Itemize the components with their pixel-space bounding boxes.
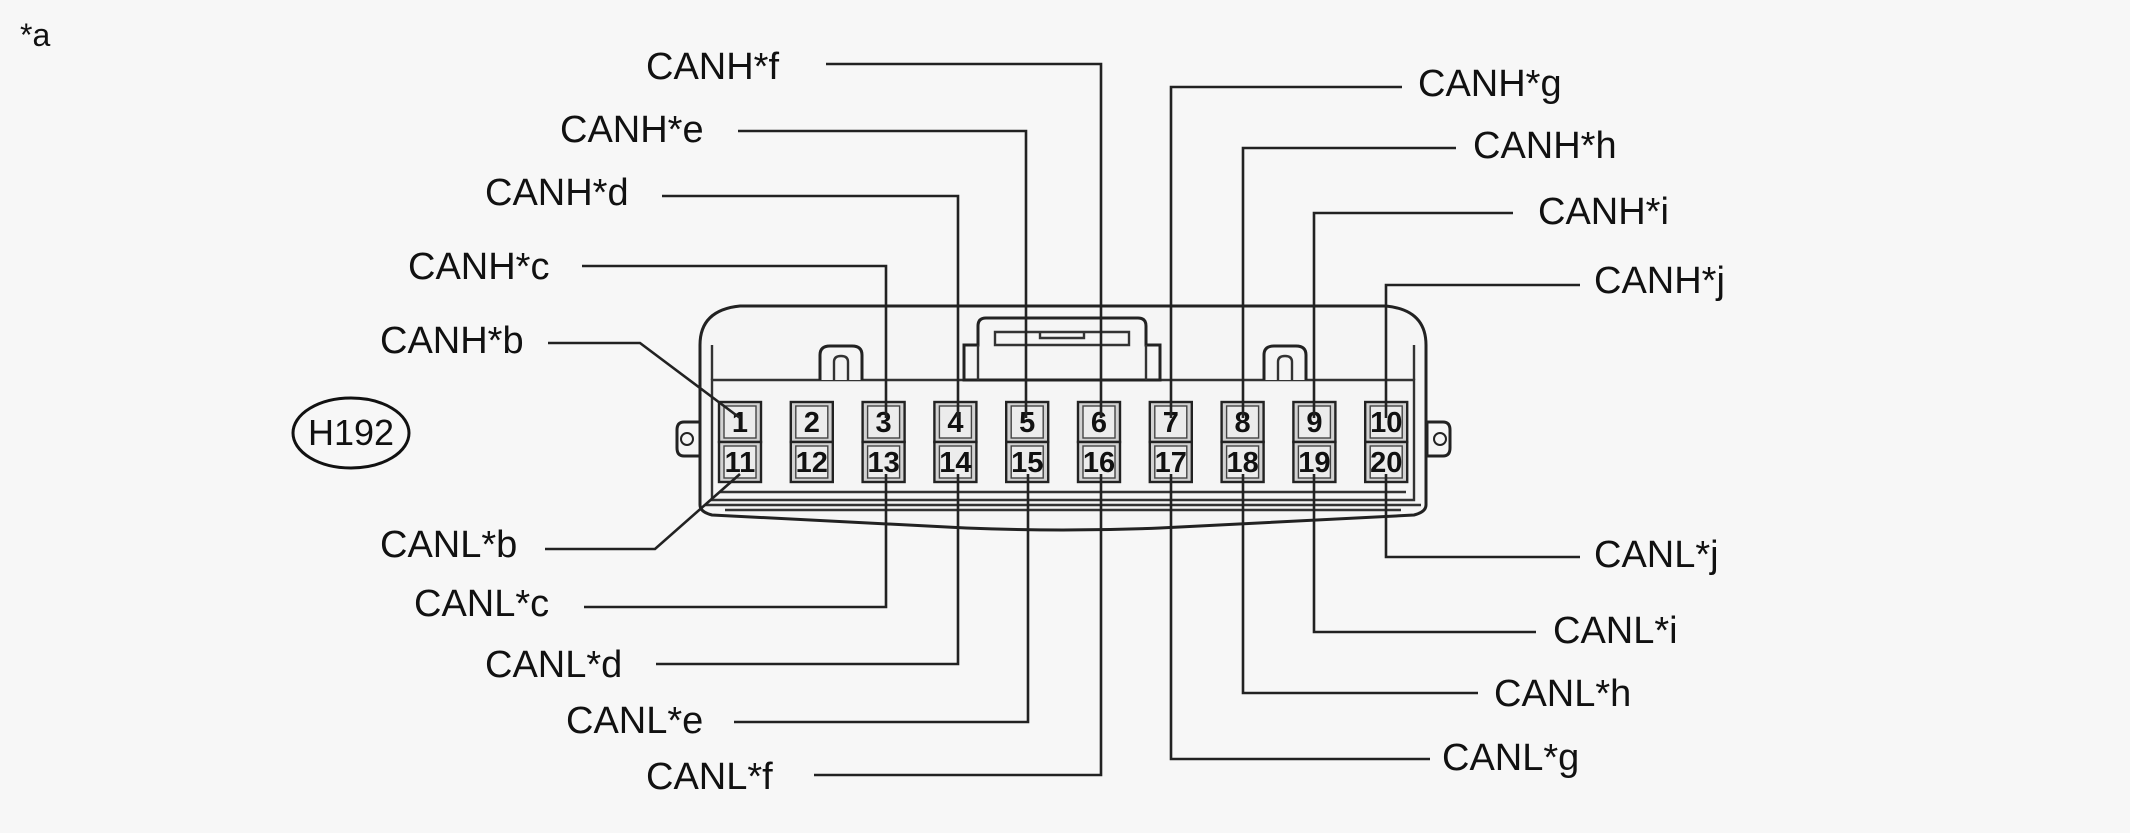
- label-canh-h: CANH*h: [1473, 125, 1617, 167]
- pin-bottom-4: 14: [933, 440, 978, 484]
- pin-number: 20: [1370, 447, 1402, 479]
- pin-number: 15: [1011, 447, 1043, 479]
- label-canh-b: CANH*b: [380, 320, 524, 362]
- wire-canh-f: [826, 62, 1103, 418]
- pin-number: 4: [947, 407, 963, 439]
- pin-row-bottom: 11 12 13 14 15 16 17 18 19 20: [717, 440, 1409, 484]
- label-canl-j: CANL*j: [1594, 534, 1719, 576]
- label-canl-d: CANL*d: [485, 644, 622, 686]
- label-canh-c: CANH*c: [408, 246, 549, 288]
- label-canl-g: CANL*g: [1442, 737, 1579, 779]
- label-canh-j: CANH*j: [1594, 260, 1725, 302]
- figure-label: *a: [20, 17, 50, 53]
- wire-canh-c: [582, 264, 888, 418]
- pin-number: 13: [867, 447, 899, 479]
- wires: [545, 62, 1580, 777]
- wire-canh-b: [548, 341, 741, 420]
- pin-number: 19: [1298, 447, 1330, 479]
- wire-canh-h: [1241, 146, 1456, 418]
- wire-canl-d: [656, 474, 960, 666]
- label-canl-f: CANL*f: [646, 756, 773, 798]
- pin-number: 6: [1091, 407, 1107, 439]
- pin-top-3: 3: [861, 400, 906, 444]
- wire-canl-i: [1312, 474, 1536, 634]
- wire-canh-j: [1384, 283, 1580, 418]
- wire-canl-b: [545, 473, 741, 551]
- label-canh-d: CANH*d: [485, 172, 629, 214]
- wire-canh-i: [1312, 211, 1513, 418]
- pin-number: 9: [1306, 407, 1322, 439]
- connector-id-badge: H192: [291, 396, 411, 470]
- pin-number: 14: [939, 447, 971, 479]
- wire-canl-h: [1241, 474, 1478, 695]
- label-canl-i: CANL*i: [1553, 610, 1678, 652]
- label-canh-i: CANH*i: [1538, 191, 1669, 233]
- pin-top-4: 4: [933, 400, 978, 444]
- pin-number: 5: [1019, 407, 1035, 439]
- label-canl-e: CANL*e: [566, 700, 703, 742]
- wire-canl-f: [814, 474, 1103, 777]
- wire-canl-e: [734, 474, 1030, 724]
- pin-number: 12: [796, 447, 828, 479]
- label-canl-b: CANL*b: [380, 524, 517, 566]
- label-canl-h: CANL*h: [1494, 673, 1631, 715]
- label-canh-f: CANH*f: [646, 46, 779, 88]
- pin-number: 17: [1155, 447, 1187, 479]
- pin-bottom-7: 17: [1148, 440, 1194, 484]
- pin-bottom-1: 11: [717, 440, 763, 484]
- pin-number: 3: [876, 407, 892, 439]
- wire-canl-g: [1169, 474, 1430, 761]
- pin-number: 18: [1226, 447, 1258, 479]
- label-canh-g: CANH*g: [1418, 63, 1562, 105]
- pin-number: 11: [725, 447, 756, 479]
- wire-canh-g: [1169, 85, 1402, 418]
- wire-canh-d: [662, 194, 960, 418]
- wire-canl-j: [1384, 474, 1580, 559]
- pin-number: 1: [732, 407, 748, 439]
- pin-number: 16: [1083, 447, 1115, 479]
- pin-bottom-2: 12: [789, 440, 834, 484]
- wire-canl-c: [584, 474, 888, 609]
- pin-top-6: 6: [1076, 400, 1122, 444]
- wire-canh-e: [738, 129, 1028, 418]
- connector-id: H192: [308, 412, 394, 453]
- label-canh-e: CANH*e: [560, 109, 704, 151]
- pin-top-1: 1: [717, 400, 763, 444]
- pin-number: 2: [804, 407, 820, 439]
- pin-bottom-3: 13: [861, 440, 906, 484]
- label-canl-c: CANL*c: [414, 583, 549, 625]
- pin-top-2: 2: [789, 400, 834, 444]
- pin-bottom-6: 16: [1076, 440, 1122, 484]
- pin-number: 8: [1235, 407, 1251, 439]
- pin-number: 7: [1163, 407, 1179, 439]
